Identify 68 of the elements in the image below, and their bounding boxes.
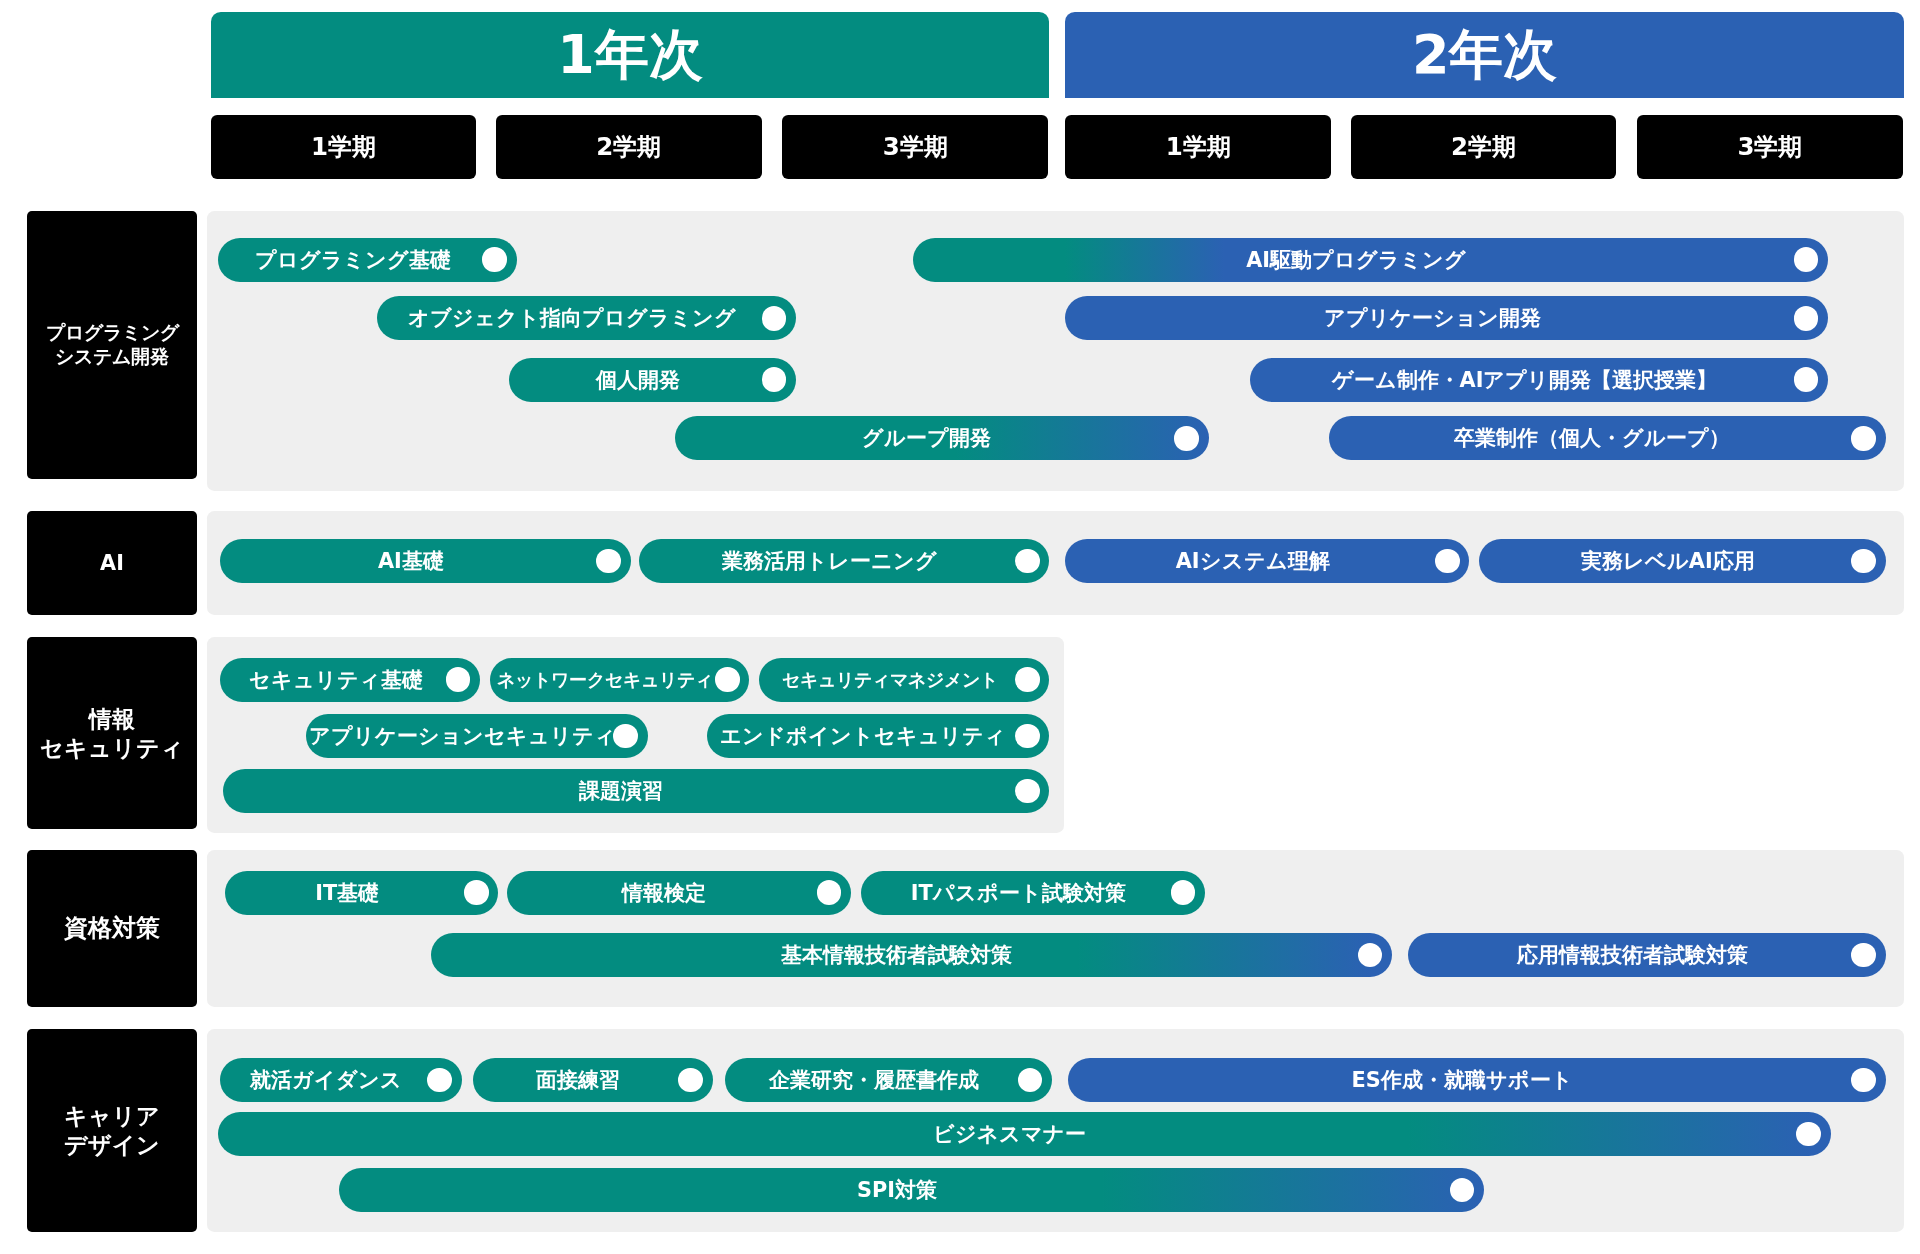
course-bar [220,1057,462,1103]
course-label: オブジェクト指向プログラミング [407,305,736,333]
course-bar [674,416,1209,461]
course-bar [1065,296,1829,341]
term-header: 1学期 [210,115,477,179]
course-bar [1479,538,1886,583]
course-bar [306,713,648,758]
course-bar [431,933,1393,978]
course-bar [217,237,517,282]
category-box: キャリアデザイン [26,1028,198,1232]
course-bar [472,1057,713,1103]
course-bar [639,538,1050,583]
category-box: AI [26,510,198,615]
course-label: 業務活用トレーニング [722,547,938,575]
course-label: セキュリティマネジメント [781,668,998,692]
course-label: ゲーム制作・AIアプリ開発【選択授業】 [1331,366,1718,394]
category-box: 資格対策 [26,849,198,1007]
term-header: 3学期 [782,115,1049,179]
course-label: ビジネスマナー [933,1120,1087,1148]
course-label: 実務レベルAI応用 [1580,547,1755,575]
course-label: AI駆動プログラミング [1246,246,1467,274]
course-label: AIシステム理解 [1175,547,1330,575]
course-label: アプリケーションセキュリティ [308,722,616,750]
course-bar [220,657,480,702]
course-bar [1250,357,1829,402]
course-label: 卒業制作（個人・グループ） [1454,425,1731,453]
year-header: 2年次 [1065,12,1905,98]
year-header: 1年次 [210,12,1050,98]
course-label: 面接練習 [535,1067,620,1094]
course-label: ネットワークセキュリティ [496,668,713,692]
course-bar [509,357,796,402]
term-header: 2学期 [495,115,762,179]
course-bar [377,296,796,341]
course-label: 基本情報技術者試験対策 [781,942,1013,970]
category-box: プログラミングシステム開発 [26,210,198,479]
course-label: AI基礎 [377,547,444,575]
term-header: 1学期 [1065,115,1331,179]
course-label: エンドポイントセキュリティ [720,722,1007,750]
course-label: 企業研究・履歴書作成 [768,1067,979,1094]
course-bar [220,538,631,583]
course-bar [506,870,851,915]
course-bar [759,657,1050,702]
category-box: 情報セキュリティ [26,636,198,829]
course-bar [1408,933,1886,978]
course-bar [724,1057,1052,1103]
course-bar [1065,538,1470,583]
course-bar [339,1168,1485,1213]
course-label: 就活ガイダンス [250,1067,403,1094]
course-label: セキュリティ基礎 [248,666,423,694]
course-label: アプリケーション開発 [1323,305,1541,333]
course-label: プログラミング基礎 [254,246,451,274]
course-label: グループ開発 [862,425,992,453]
course-bar [217,1111,1831,1156]
course-bar [860,870,1205,915]
course-bar [225,870,499,915]
course-label: SPI対策 [856,1177,937,1205]
course-bar [1328,416,1886,461]
course-label: ITパスポート試験対策 [910,879,1126,907]
course-label: ES作成・就職サポート [1351,1067,1573,1094]
course-bar [1067,1057,1886,1103]
course-bar [913,237,1829,282]
term-header: 2学期 [1350,115,1617,179]
course-label: 課題演習 [579,778,664,805]
course-label: 情報検定 [622,879,707,907]
course-label: 応用情報技術者試験対策 [1516,942,1748,970]
term-header: 3学期 [1637,115,1903,179]
course-label: 個人開発 [595,366,680,394]
course-label: IT基礎 [315,879,380,907]
